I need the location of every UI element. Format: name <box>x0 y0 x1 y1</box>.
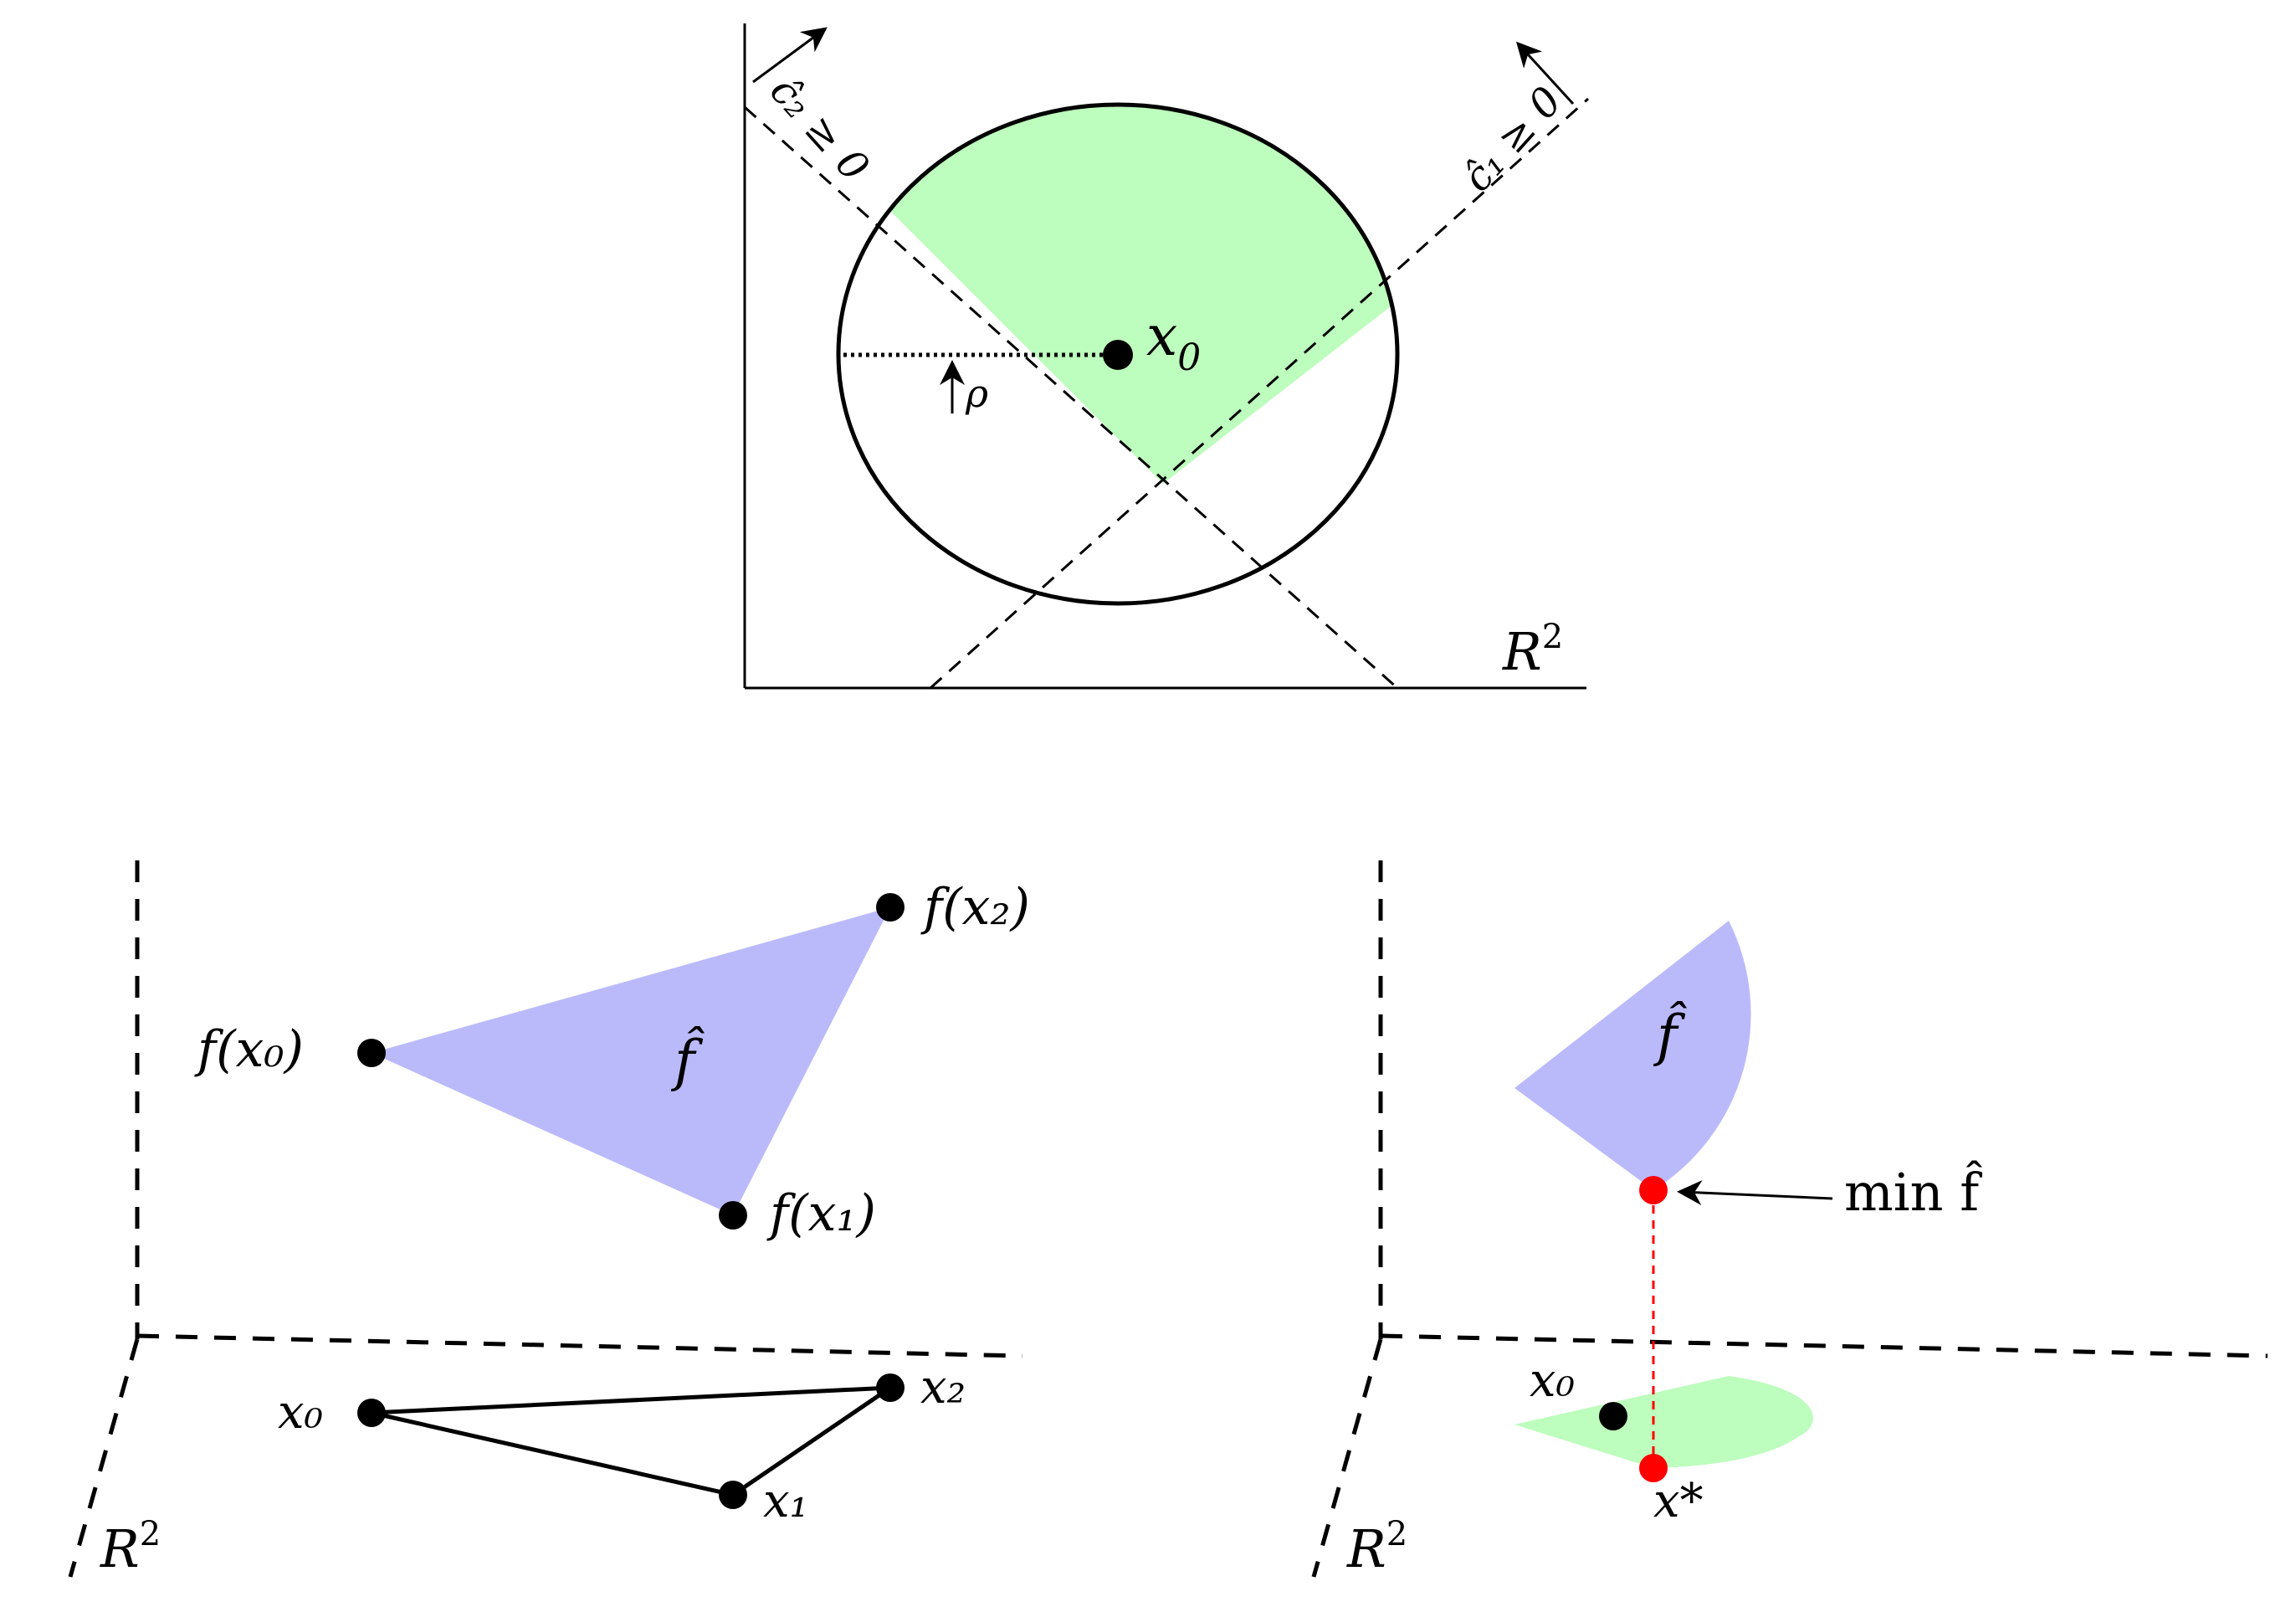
projected-feasible-region <box>1514 1376 1813 1468</box>
depth-axis <box>1311 1338 1383 1578</box>
constraint-line-c1 <box>929 97 1590 690</box>
point-f-x1 <box>719 1201 747 1230</box>
point-x-star <box>1639 1454 1668 1482</box>
trust-region-circle <box>836 102 1400 606</box>
center-point-x0 <box>1103 340 1133 370</box>
point-x2 <box>876 1373 905 1402</box>
label-x0: x0 <box>1146 304 1201 379</box>
label-x1: x₁ <box>763 1474 808 1528</box>
horizontal-axis <box>136 1333 1023 1358</box>
label-space: R2 <box>1502 618 1563 682</box>
horizontal-axis <box>1380 1333 2268 1358</box>
panel-top: x0 ρ R2 ĉ₂ ≥ 0 ĉ₁ ≥ 0 <box>743 23 1590 690</box>
depth-axis <box>68 1338 140 1578</box>
label-rho: ρ <box>965 371 988 416</box>
point-f-x0 <box>357 1039 386 1067</box>
label-f-x1: f(x₁) <box>766 1184 876 1243</box>
point-x0 <box>1599 1402 1627 1430</box>
c2-normal-arrow <box>752 27 828 84</box>
c1-normal-arrow <box>1515 41 1575 105</box>
point-min-f-hat <box>1639 1176 1668 1204</box>
feasible-region <box>838 105 1397 484</box>
point-x0 <box>357 1399 386 1427</box>
label-c2-constraint: ĉ₂ ≥ 0 <box>761 68 878 191</box>
label-space: R2 <box>100 1515 161 1579</box>
min-arrow <box>1677 1180 1833 1206</box>
label-x0: x₀ <box>1530 1353 1575 1408</box>
label-c1-constraint: ĉ₁ ≥ 0 <box>1453 78 1571 201</box>
model-surface <box>372 907 890 1215</box>
panel-bottom-right: f̂ min f̂ x₀ x* R2 <box>1311 860 2268 1579</box>
base-triangle <box>371 1385 898 1497</box>
label-x2: x₂ <box>920 1360 966 1414</box>
label-f-x0: f(x₀) <box>194 1020 304 1079</box>
label-min-f-hat: min f̂ <box>1844 1161 1983 1223</box>
point-x1 <box>719 1481 747 1509</box>
label-x-star: x* <box>1653 1474 1704 1528</box>
model-surface <box>1514 921 1751 1190</box>
point-f-x2 <box>876 893 905 922</box>
constraint-line-c2 <box>744 105 1398 690</box>
label-space: R2 <box>1346 1515 1407 1579</box>
label-x0: x₀ <box>278 1385 323 1440</box>
label-f-x2: f(x₂) <box>920 878 1030 937</box>
panel-bottom-left: f(x₀) f(x₁) f(x₂) f̂ x₀ x₁ x₂ R2 <box>68 860 1030 1579</box>
